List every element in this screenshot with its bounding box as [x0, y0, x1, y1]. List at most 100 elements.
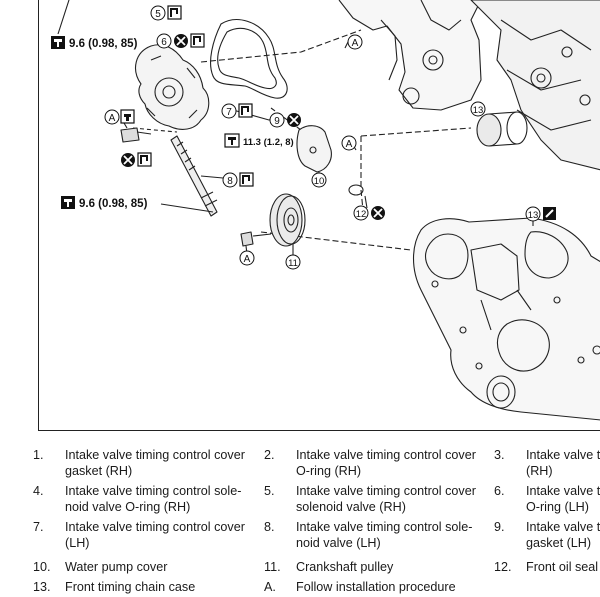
- legend-text: Crankshaft pulley: [296, 560, 394, 574]
- callout-a-4: A: [239, 250, 255, 266]
- legend-number: 8.: [264, 520, 275, 534]
- callout-8: 8: [222, 172, 254, 188]
- torque-markers: 9.6 (0.98, 85) 11.3 (1.2, 8) 9.6 (0.98, …: [51, 36, 294, 210]
- legend-number: 6.: [494, 484, 505, 498]
- legend-number: 12.: [494, 560, 512, 574]
- legend-text: Front oil seal: [526, 560, 599, 574]
- legend-text: Follow installation procedure: [296, 580, 456, 594]
- callout-markers: 5 6 7 8 9: [104, 5, 556, 270]
- gasket-outline: [210, 19, 288, 99]
- callout-13-lower: 13: [525, 206, 556, 222]
- svg-text:A: A: [346, 139, 353, 150]
- pulley-center: [287, 214, 295, 226]
- callout-a-1: A: [104, 109, 135, 125]
- cam-sprocket-center: [536, 73, 546, 83]
- case-opening-lower: [496, 319, 550, 372]
- legend-text: Intake valve timing control cover gasket…: [65, 448, 245, 478]
- legend-text: Intake valve timing control cover soleno…: [296, 484, 476, 514]
- callout-x-b: [121, 152, 152, 167]
- callout-6: 6: [156, 33, 205, 49]
- legend-number: 7.: [33, 520, 44, 534]
- svg-text:6: 6: [161, 37, 167, 48]
- case-bolt-hole-5: [577, 356, 585, 364]
- pump-ribs: [146, 55, 198, 119]
- engine-diagram: 9.6 (0.98, 85) 11.3 (1.2, 8) 9.6 (0.98, …: [51, 0, 600, 421]
- bolt-shank: [136, 131, 152, 135]
- pump-impeller: [154, 77, 184, 107]
- legend-number: 13.: [33, 580, 51, 594]
- legend-number: A.: [264, 580, 276, 594]
- case-bolt-hole-2: [459, 326, 467, 334]
- crankshaft-pulley: [269, 193, 303, 247]
- legend-number: 1.: [33, 448, 44, 462]
- callout-7: 7: [221, 103, 253, 119]
- svg-text:8: 8: [227, 176, 233, 187]
- svg-text:A: A: [109, 113, 116, 124]
- pulley-rim: [276, 195, 306, 245]
- legend-text: Intake valve timing control cover O-ring…: [296, 448, 476, 478]
- upper-cover-boss: [402, 87, 420, 105]
- svg-text:13: 13: [473, 105, 484, 116]
- alignment-line-bolt: [132, 127, 178, 133]
- svg-text:10: 10: [314, 176, 325, 187]
- leader-8: [200, 175, 224, 179]
- alignment-line-horizontal: [360, 127, 472, 137]
- exploded-view-figure: 9.6 (0.98, 85) 11.3 (1.2, 8) 9.6 (0.98, …: [38, 0, 600, 431]
- solenoid-tip: [200, 191, 218, 207]
- callout-5: 5: [150, 5, 182, 21]
- callout-a-2: A: [347, 34, 363, 50]
- legend-text: Front timing chain case: [65, 580, 196, 594]
- svg-text:12: 12: [356, 209, 367, 220]
- crankshaft-nose: [476, 113, 502, 147]
- case-center-rib: [470, 243, 520, 301]
- callout-13-upper: 13: [470, 101, 486, 117]
- svg-text:13: 13: [528, 210, 539, 221]
- alignment-line-vertical: [360, 136, 364, 211]
- svg-text:5: 5: [155, 9, 161, 20]
- legend-number: 11.: [264, 560, 281, 574]
- solenoid-coils: [176, 141, 196, 171]
- gasket-inner: [217, 27, 277, 90]
- bolt-head: [120, 127, 140, 143]
- engine-bolt: [561, 46, 573, 58]
- upper-cover-detail: [420, 0, 462, 31]
- water-pump-cover: [296, 125, 332, 173]
- parts-legend: 1. Intake valve timing control cover gask…: [0, 448, 600, 597]
- callout-9: 9: [269, 112, 301, 128]
- case-bolt-hole-4: [553, 296, 561, 304]
- svg-text:A: A: [352, 38, 359, 49]
- torque-wrench-icon-2: [224, 133, 240, 148]
- legend-number: 3.: [494, 448, 505, 462]
- legend-text: Intake valve t (RH): [526, 448, 600, 478]
- case-ribs: [480, 289, 532, 331]
- legend-number: 4.: [33, 484, 44, 498]
- leader-torque-3: [160, 203, 214, 213]
- engine-bolt-2: [579, 94, 591, 106]
- case-opening-left: [424, 233, 469, 280]
- leader-12: [364, 195, 368, 209]
- svg-text:11: 11: [288, 258, 298, 269]
- torque-wrench-icon: [51, 36, 65, 49]
- legend-number: 9.: [494, 520, 505, 534]
- case-bolt-hole-6: [592, 345, 600, 355]
- legend-text: Intake valve timing control sole- noid v…: [296, 520, 473, 550]
- callout-10: 10: [311, 172, 327, 188]
- svg-text:9: 9: [274, 116, 280, 127]
- legend-text: Intake valve t O-ring (LH): [526, 484, 600, 514]
- torque-value-2: 11.3 (1.2, 8): [243, 137, 294, 148]
- torque-wrench-icon-3: [61, 196, 75, 209]
- legend-text: Water pump cover: [65, 560, 168, 574]
- torque-value-1: 9.6 (0.98, 85): [69, 38, 138, 50]
- pulley-bolt-shank: [252, 233, 272, 237]
- legend-text: Intake valve t gasket (LH): [526, 520, 600, 550]
- case-bolt-hole: [431, 280, 439, 288]
- case-opening-right: [524, 231, 569, 279]
- legend-number: 10.: [33, 560, 51, 574]
- engine-block-ribs: [500, 19, 592, 131]
- svg-text:7: 7: [226, 107, 232, 118]
- pump-hub: [162, 85, 176, 99]
- upper-cover-boss-2-center: [428, 55, 438, 65]
- o-ring: [348, 184, 364, 196]
- pulley-hub: [283, 207, 299, 233]
- callout-12: 12: [353, 205, 385, 221]
